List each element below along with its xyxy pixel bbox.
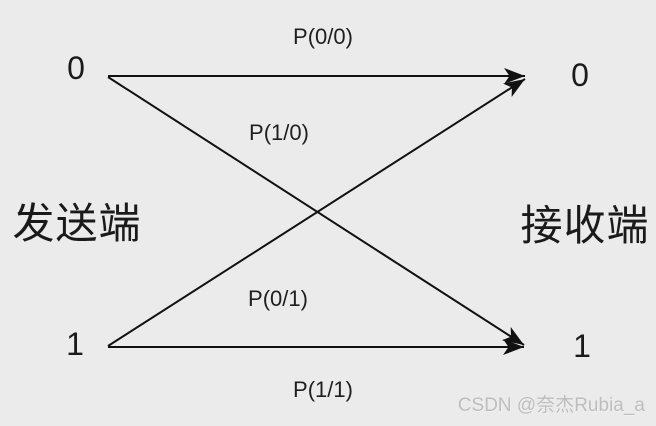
receiver-node-1: 1 (573, 328, 591, 364)
receiver-node-0: 0 (571, 57, 589, 93)
sender-node-1: 1 (66, 326, 84, 362)
transition-label-p11: P(1/1) (293, 377, 353, 402)
transition-label-p10: P(1/0) (249, 120, 309, 145)
transition-label-p01: P(0/1) (248, 286, 308, 311)
transition-label-p00: P(0/0) (293, 24, 353, 49)
arrow-0-to-1 (107, 76, 525, 346)
sender-label: 发送端 (12, 200, 142, 247)
receiver-label: 接收端 (520, 202, 650, 249)
arrow-1-to-0 (107, 78, 526, 347)
watermark: CSDN @奈杰Rubia_a (457, 395, 645, 416)
sender-node-0: 0 (67, 50, 85, 86)
